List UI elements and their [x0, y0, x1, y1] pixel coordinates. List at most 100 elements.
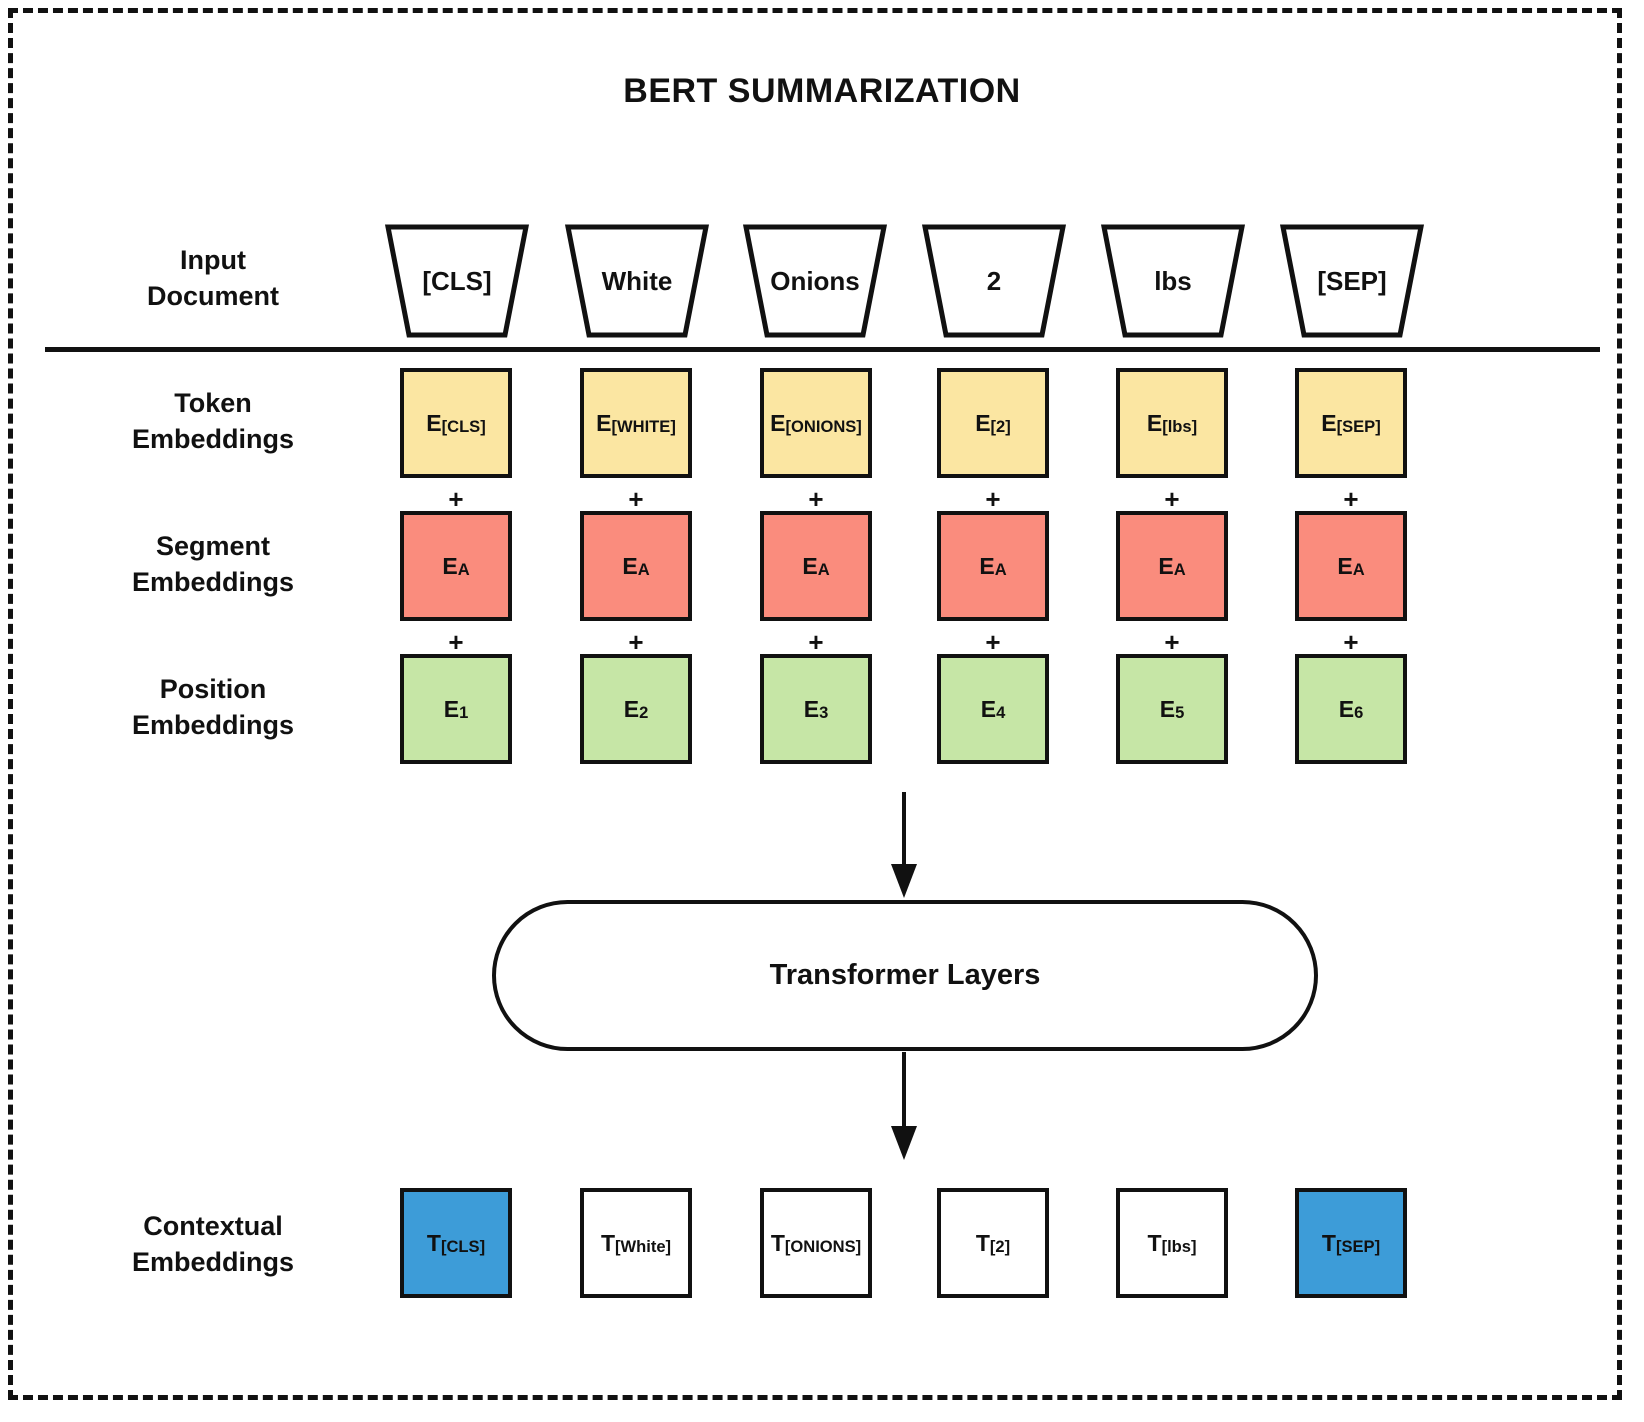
- cell-base: T: [426, 1229, 441, 1256]
- trapezoid-shape-icon: [1101, 224, 1245, 338]
- input-token-label: 2: [986, 265, 1002, 296]
- plus-operator-token-4: +: [1164, 484, 1180, 514]
- cell-base: E: [803, 695, 820, 722]
- transformer-layers-block: Transformer Layers: [492, 900, 1318, 1051]
- row-label-contextual-embeddings: Contextual Embeddings: [131, 1211, 294, 1277]
- input-token-0: [CLS]: [385, 224, 529, 338]
- plus-operator-token-3: +: [985, 484, 1001, 514]
- diagram-title: BERT SUMMARIZATION: [623, 72, 1021, 110]
- input-token-label: White: [601, 265, 673, 296]
- cell-base: E: [426, 409, 442, 436]
- cell-base: T: [1147, 1229, 1162, 1256]
- plus-operator-token-2: +: [808, 484, 824, 514]
- cell-subscript: A: [637, 559, 650, 579]
- cell-subscript: 3: [819, 702, 829, 722]
- cell-base: T: [1321, 1229, 1336, 1256]
- cell-subscript: [ONIONS]: [784, 1236, 862, 1256]
- token-embedding-cell-2: E[ONIONS]: [760, 368, 872, 478]
- cell-subscript: 6: [1354, 702, 1364, 722]
- cell-base: E: [1321, 409, 1337, 436]
- cell-base: E: [443, 695, 460, 722]
- cell-base: E: [979, 552, 995, 579]
- cell-base: E: [980, 695, 997, 722]
- cell-subscript: A: [457, 559, 470, 579]
- input-token-3: 2: [922, 224, 1066, 338]
- input-token-label: [CLS]: [422, 265, 492, 296]
- token-embedding-cell-3: E[2]: [937, 368, 1049, 478]
- cell-subscript: [CLS]: [440, 1236, 486, 1256]
- cell-base: E: [1146, 409, 1163, 436]
- plus-operator-token-1: +: [628, 484, 644, 514]
- cell-subscript: [lbs]: [1162, 416, 1198, 436]
- arrow-out-of-transformer-icon: [882, 1052, 926, 1162]
- cell-subscript: 1: [459, 702, 469, 722]
- cell-base: E: [442, 552, 458, 579]
- input-token-4: lbs: [1101, 224, 1245, 338]
- plus-operator-segment-3: +: [985, 627, 1001, 657]
- cell-subscript: 5: [1175, 702, 1185, 722]
- input-token-label: lbs: [1154, 265, 1192, 296]
- contextual-embedding-cell-2: T[ONIONS]: [760, 1188, 872, 1298]
- cell-subscript: 2: [639, 702, 649, 722]
- cell-subscript: A: [817, 559, 830, 579]
- cell-base: E: [802, 552, 818, 579]
- section-divider: [45, 347, 1600, 352]
- cell-base: T: [975, 1229, 990, 1256]
- cell-base: E: [1158, 552, 1174, 579]
- cell-base: E: [1338, 695, 1355, 722]
- contextual-embedding-cell-5: T[SEP]: [1295, 1188, 1407, 1298]
- cell-subscript: [lbs]: [1161, 1236, 1197, 1256]
- trapezoid-shape-icon: [743, 224, 887, 338]
- row-label-token-embeddings: Token Embeddings: [131, 388, 294, 454]
- trapezoid-shape-icon: [565, 224, 709, 338]
- cell-base: E: [1337, 552, 1353, 579]
- input-token-1: White: [565, 224, 709, 338]
- cell-subscript: [CLS]: [441, 416, 486, 436]
- arrow-into-transformer-icon: [882, 792, 926, 900]
- cell-base: E: [623, 695, 640, 722]
- contextual-embedding-cell-0: T[CLS]: [400, 1188, 512, 1298]
- input-token-5: [SEP]: [1280, 224, 1424, 338]
- contextual-embedding-cell-4: T[lbs]: [1116, 1188, 1228, 1298]
- cell-base: T: [600, 1229, 615, 1256]
- cell-subscript: [White]: [615, 1236, 672, 1256]
- plus-operator-token-0: +: [448, 484, 464, 514]
- cell-base: T: [770, 1229, 785, 1256]
- row-label-input-document: Input Document: [146, 245, 279, 311]
- trapezoid-shape-icon: [385, 224, 529, 338]
- token-embedding-cell-1: E[WHITE]: [580, 368, 692, 478]
- cell-subscript: A: [1173, 559, 1186, 579]
- input-token-2: Onions: [743, 224, 887, 338]
- plus-operator-token-5: +: [1343, 484, 1359, 514]
- cell-base: E: [622, 552, 638, 579]
- cell-base: E: [975, 409, 991, 436]
- token-embedding-cell-5: E[SEP]: [1295, 368, 1407, 478]
- plus-operator-segment-2: +: [808, 627, 824, 657]
- cell-subscript: A: [994, 559, 1007, 579]
- cell-subscript: [WHITE]: [611, 416, 676, 436]
- row-label-position-embeddings: Position Embeddings: [131, 674, 294, 740]
- cell-subscript: A: [1352, 559, 1365, 579]
- input-token-label: Onions: [770, 265, 860, 296]
- cell-base: E: [596, 409, 612, 436]
- input-token-label: [SEP]: [1317, 265, 1387, 296]
- plus-operator-segment-1: +: [628, 627, 644, 657]
- row-label-segment-embeddings: Segment Embeddings: [131, 531, 294, 597]
- contextual-embedding-cell-1: T[White]: [580, 1188, 692, 1298]
- cell-subscript: [SEP]: [1335, 1236, 1381, 1256]
- cell-subscript: 4: [996, 702, 1006, 722]
- plus-operator-segment-4: +: [1164, 627, 1180, 657]
- token-embedding-cell-0: E[CLS]: [400, 368, 512, 478]
- contextual-embedding-cell-3: T[2]: [937, 1188, 1049, 1298]
- token-embedding-cell-4: E[lbs]: [1116, 368, 1228, 478]
